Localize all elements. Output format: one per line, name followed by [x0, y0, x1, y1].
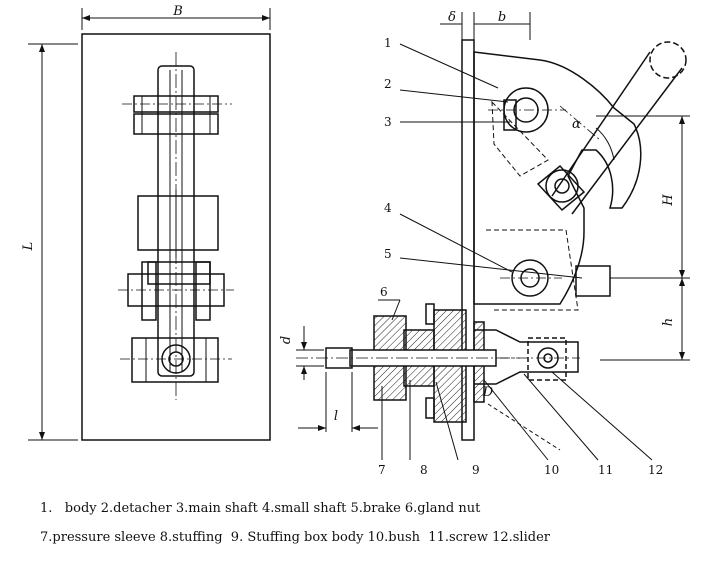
callout-1: 1	[384, 36, 392, 50]
right-view	[296, 12, 690, 461]
detacher	[491, 100, 549, 177]
callout-10: 10	[544, 463, 559, 477]
callout-5: 5	[384, 247, 392, 261]
dim-D: D	[482, 385, 494, 400]
dim-delta: δ	[448, 10, 456, 25]
alpha-arc	[595, 127, 615, 161]
callout-8: 8	[420, 463, 428, 477]
handle-arm	[551, 51, 683, 215]
dim-alpha: α	[572, 117, 581, 132]
slider	[527, 337, 567, 381]
dim-l: l	[334, 409, 338, 424]
callout-labels: 1 2 3 4 5 6 7 8 9 10 11 12	[378, 36, 663, 477]
dim-B: B	[172, 4, 183, 19]
side-link	[157, 65, 195, 377]
dimension-labels: B L δ b α H h d l D	[21, 4, 676, 424]
legend-line-1: 1. body 2.detacher 3.main shaft 4.small …	[40, 501, 481, 516]
dim-L: L	[21, 242, 36, 252]
body	[473, 51, 642, 305]
middle-block	[137, 195, 219, 251]
brake	[575, 265, 611, 297]
dim-H: H	[661, 194, 676, 207]
callout-6: 6	[380, 285, 388, 299]
handle-end	[649, 41, 687, 79]
callout-3: 3	[384, 115, 392, 129]
dim-b: b	[498, 10, 506, 25]
left-view-plate	[81, 33, 271, 441]
left-view	[28, 8, 271, 441]
dim-h: h	[661, 318, 676, 326]
lower-arm	[474, 329, 579, 385]
callout-9: 9	[472, 463, 480, 477]
callout-2: 2	[384, 77, 392, 91]
dim-d: d	[279, 336, 294, 344]
legend-line-2: 7.pressure sleeve 8.stuffing 9. Stuffing…	[40, 530, 550, 545]
callout-12: 12	[648, 463, 663, 477]
small-shaft	[511, 259, 549, 297]
callout-4: 4	[384, 201, 392, 215]
callout-11: 11	[598, 463, 613, 477]
callout-7: 7	[378, 463, 386, 477]
bottom-hub	[131, 337, 219, 383]
